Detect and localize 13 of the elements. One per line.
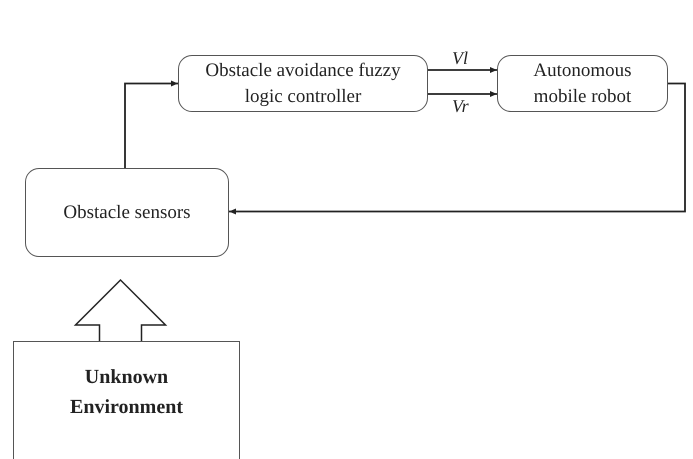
process-box <box>178 55 428 112</box>
arrow <box>229 82 686 214</box>
arrow <box>124 80 178 168</box>
box-label: Obstacle sensors <box>62 200 192 224</box>
process-box <box>25 168 229 257</box>
arrow <box>428 67 497 73</box>
box-label: Obstacle avoidance fuzzy logic controller <box>204 58 402 108</box>
environment-box <box>13 341 240 459</box>
box-label: Autonomous mobile robot <box>532 58 633 108</box>
box-title: Unknown Environment <box>69 365 184 420</box>
arrow <box>428 91 497 97</box>
process-box <box>497 55 668 112</box>
block-arrow <box>74 278 168 342</box>
